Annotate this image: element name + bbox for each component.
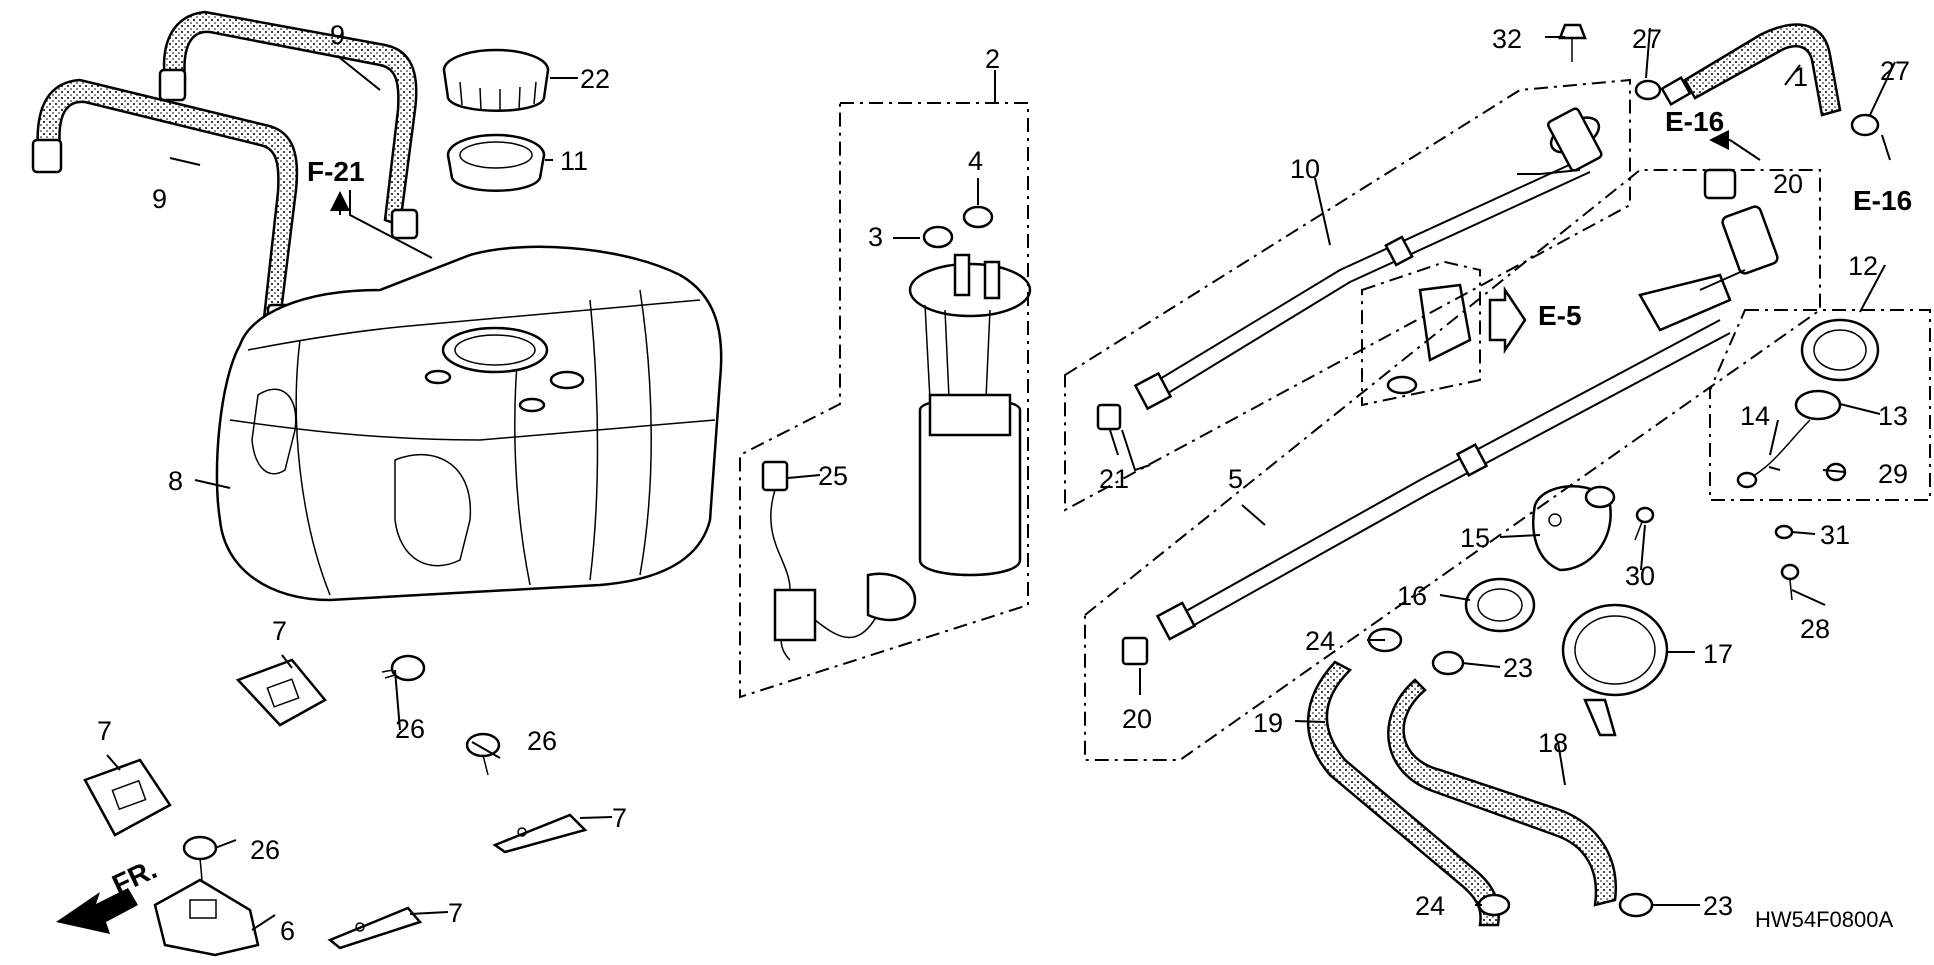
clip-26-a — [381, 654, 426, 682]
front-direction-arrow — [56, 888, 138, 934]
callout-19: 19 — [1253, 708, 1283, 738]
section-ref-e16-upper[interactable]: E-16 — [1665, 106, 1724, 137]
callout-29: 29 — [1878, 459, 1908, 489]
callout-13: 13 — [1878, 401, 1908, 431]
front-marker-label: FR. — [107, 853, 161, 900]
connector-20-upper — [1703, 168, 1737, 200]
callout-9a: 9 — [330, 20, 345, 50]
callout-23a: 23 — [1503, 653, 1533, 683]
callout-2: 2 — [985, 44, 1000, 74]
callout-28: 28 — [1800, 614, 1830, 644]
callout-27a: 27 — [1632, 24, 1662, 54]
vent-hose-18 — [1387, 678, 1617, 907]
breather-14 — [1736, 419, 1811, 489]
bolt-28 — [1780, 563, 1800, 601]
callout-18: 18 — [1538, 728, 1568, 758]
fuel-feed-line-upper — [1133, 107, 1603, 411]
callout-22: 22 — [580, 64, 610, 94]
callout-26a: 26 — [395, 714, 425, 744]
screw-30 — [1634, 506, 1655, 541]
hose-clamp-27-b — [1850, 113, 1880, 137]
hose-clamp-23-lower — [1618, 892, 1654, 918]
e5-detail-box — [1361, 260, 1481, 407]
rubber-block — [153, 878, 260, 957]
callout-24a: 24 — [1305, 626, 1335, 656]
callout-24b: 24 — [1415, 891, 1445, 921]
callout-7d: 7 — [448, 898, 463, 928]
callout-7b: 7 — [97, 716, 112, 746]
connector-20-lower — [1121, 636, 1149, 666]
callout-31: 31 — [1820, 520, 1850, 550]
filler-neck-rubber-12 — [1800, 318, 1880, 382]
callout-12: 12 — [1848, 251, 1878, 281]
tank-insulator-pad-3 — [492, 813, 588, 854]
hose-clamp-27-a — [1634, 79, 1662, 101]
callout-32: 32 — [1492, 24, 1522, 54]
callout-8: 8 — [168, 466, 183, 496]
callout-27b: 27 — [1880, 56, 1910, 86]
connector-21 — [1096, 403, 1122, 431]
callout-7a: 7 — [272, 616, 287, 646]
tank-insulator-pad-1 — [235, 658, 327, 727]
callout-15: 15 — [1460, 523, 1490, 553]
fuel-cutoff-valve-15 — [1532, 485, 1616, 572]
callout-11: 11 — [560, 146, 588, 176]
drain-hose-19 — [1306, 660, 1501, 927]
callout-20a: 20 — [1773, 169, 1803, 199]
callout-20b: 20 — [1122, 704, 1152, 734]
clip-26-b — [465, 732, 501, 776]
tank-insulator-pad-2 — [83, 758, 172, 837]
section-ref-f21[interactable]: F-21 — [307, 156, 365, 187]
group-box-10 — [1064, 78, 1631, 512]
fuel-filter-assembly — [1699, 205, 1779, 291]
lock-ring — [442, 48, 550, 112]
callout-21: 21 — [1099, 464, 1129, 494]
seal-3 — [922, 225, 954, 249]
callout-4: 4 — [968, 146, 983, 176]
group-box-12 — [1709, 309, 1931, 501]
callout-10: 10 — [1290, 154, 1320, 184]
callout-7c: 7 — [612, 803, 627, 833]
fuel-pump-module — [908, 253, 1032, 577]
callout-25: 25 — [818, 461, 848, 491]
hose-clamp-24-lower — [1477, 893, 1511, 917]
seal-4 — [962, 205, 994, 229]
callout-17: 17 — [1703, 639, 1733, 669]
section-ref-e16-right[interactable]: E-16 — [1853, 185, 1912, 216]
filler-neck-band-17 — [1561, 603, 1669, 737]
fuel-tank — [215, 245, 723, 602]
fuel-level-sender — [761, 460, 917, 661]
bolt-32 — [1558, 23, 1587, 62]
callout-23b: 23 — [1703, 891, 1733, 921]
fuel-hose-1 — [1660, 23, 1842, 117]
section-ref-e5[interactable]: E-5 — [1538, 300, 1582, 331]
callout-16: 16 — [1397, 581, 1427, 611]
callout-30: 30 — [1625, 561, 1655, 591]
callout-1: 1 — [1793, 62, 1808, 92]
fuel-tank-strap-rear — [158, 10, 419, 240]
fuel-pump-gasket — [446, 133, 546, 192]
callout-6: 6 — [280, 916, 295, 946]
callout-14: 14 — [1740, 401, 1770, 431]
group-box-2 — [739, 102, 1029, 699]
callout-5: 5 — [1228, 464, 1243, 494]
diagram-code: HW54F0800A — [1755, 907, 1894, 932]
leader-lines — [106, 27, 1896, 931]
callout-9b: 9 — [152, 184, 167, 214]
callout-3: 3 — [868, 222, 883, 252]
tank-insulator-pad-4 — [327, 906, 423, 950]
clamp-13 — [1794, 389, 1842, 421]
callout-26c: 26 — [250, 835, 280, 865]
hose-clamp-23-upper — [1431, 650, 1465, 676]
callout-26b: 26 — [527, 726, 557, 756]
line-clip-detail — [1386, 283, 1527, 395]
washer-31 — [1774, 524, 1794, 540]
clip-26-c — [182, 835, 218, 881]
valve-gasket-16 — [1464, 577, 1536, 633]
fuel-feed-line-lower — [1155, 273, 1732, 641]
